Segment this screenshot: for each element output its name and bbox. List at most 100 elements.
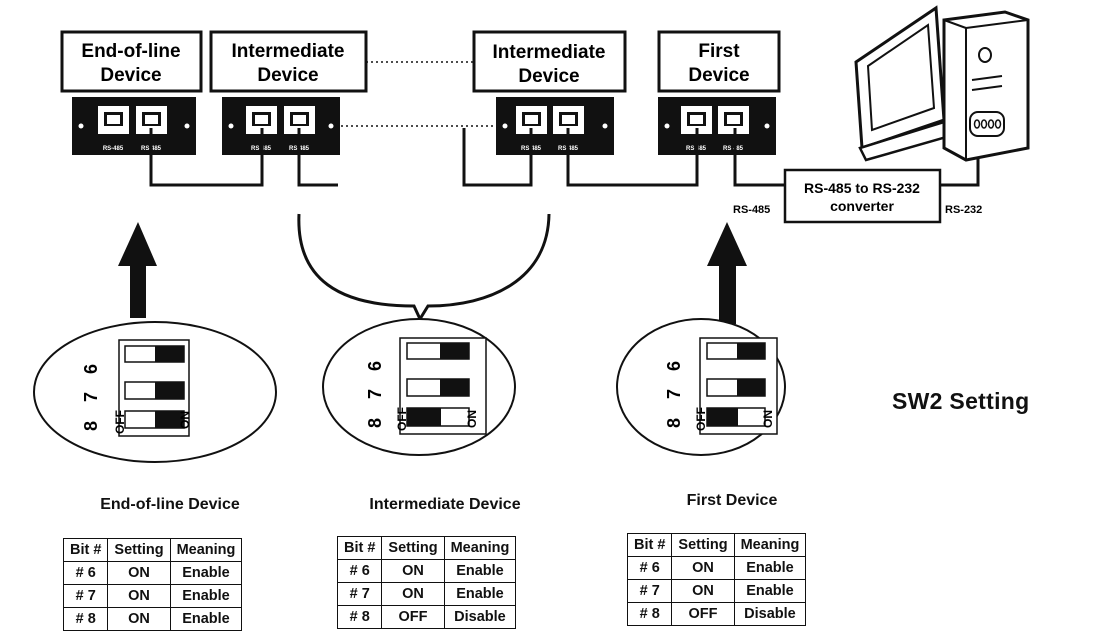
device-label-intermediate-1: Intermediate Device [209,30,368,93]
header-bit: Bit # [626,533,673,557]
cell-setting: ON [671,556,735,580]
first-label-line2: Device [688,65,749,86]
cell-setting: ON [671,579,735,603]
dip-off-label: OFF [395,407,409,431]
dip-bit-7-label: 7 [365,389,385,399]
port-panel-intermediate-1: RS 485 RS 485 [222,97,340,155]
cable-intermediate-to-first [566,128,699,187]
table-row: # 8 OFF Disable [336,605,517,629]
port-label: RS 485 [723,146,744,152]
converter-rs232-label: RS-232 [945,204,982,216]
cell-bit: # 7 [62,584,109,608]
arrow-up-icon [707,222,747,324]
cell-meaning: Enable [443,582,517,606]
first-label-line1: First [698,41,740,62]
end-of-line-label-line1: End-of-line [81,41,180,62]
cell-meaning: Enable [169,607,243,631]
intermediate-bracket [297,213,551,323]
header-setting: Setting [107,538,171,562]
cell-setting: ON [107,584,171,608]
cell-meaning: Enable [733,579,807,603]
device-label-intermediate-2: Intermediate Device [472,30,627,93]
table-row: # 7 ON Enable [626,579,807,603]
dip-bit-7-label: 7 [664,389,684,399]
cell-setting: ON [107,607,171,631]
cable-converter-to-pc [940,150,980,187]
table-caption-end-of-line: End-of-line Device [100,496,240,513]
arrow-up-icon [118,222,157,318]
header-setting: Setting [671,533,735,557]
cell-bit: # 7 [336,582,383,606]
sw2-setting-title: SW2 Setting [892,388,1030,414]
intermediate-1-label-line2: Device [257,65,318,86]
cell-bit: # 6 [62,561,109,585]
header-bit: Bit # [336,536,383,560]
port-panel-intermediate-2: RS 485 RS 485 [496,97,614,155]
cell-setting: ON [381,559,445,583]
sw2-table-first: Bit # Setting Meaning # 6 ON Enable # 7 … [626,533,807,626]
dip-switch-intermediate: 6 7 8 OFF ON [322,318,516,456]
table-caption-first: First Device [686,492,778,509]
computer-icon [854,5,1030,162]
dip-off-label: OFF [113,410,127,434]
sw2-table-intermediate: Bit # Setting Meaning # 6 ON Enable # 7 … [336,536,517,629]
end-of-line-label-line2: Device [100,65,161,86]
dip-bit-7-label: 7 [81,392,101,402]
header-bit: Bit # [62,538,109,562]
dip-bit-6-label: 6 [81,364,101,374]
table-header-row: Bit # Setting Meaning [62,538,243,562]
cell-bit: # 6 [626,556,673,580]
dip-switch-first: 6 7 8 OFF ON [616,318,786,456]
device-label-end-of-line: End-of-line Device [60,30,203,93]
cell-meaning: Enable [169,561,243,585]
cell-bit: # 7 [626,579,673,603]
dip-bit-8-label: 8 [81,421,101,431]
cell-setting: OFF [671,602,735,626]
dip-bit-8-label: 8 [365,418,385,428]
table-header-row: Bit # Setting Meaning [626,533,807,557]
cell-bit: # 8 [62,607,109,631]
table-row: # 6 ON Enable [336,559,517,583]
table-row: # 8 ON Enable [62,607,243,631]
cell-setting: ON [107,561,171,585]
converter-label-line1: RS-485 to RS-232 [804,180,920,196]
cell-meaning: Enable [443,559,517,583]
table-row: # 6 ON Enable [62,561,243,585]
dip-off-label: OFF [694,407,708,431]
cell-meaning: Disable [733,602,807,626]
cable-first-to-converter [733,128,785,187]
header-setting: Setting [381,536,445,560]
cable-eol-to-intermediate [149,128,264,187]
cell-meaning: Disable [443,605,517,629]
cable-intermediate-2-in [462,128,533,187]
dip-on-label: ON [465,410,479,428]
header-meaning: Meaning [169,538,243,562]
header-meaning: Meaning [733,533,807,557]
rs485-rs232-converter: RS-485 to RS-232 converter [783,168,942,224]
table-row: # 7 ON Enable [336,582,517,606]
port-label: RS-485 [103,146,124,152]
sw2-table-end-of-line: Bit # Setting Meaning # 6 ON Enable # 7 … [62,538,243,631]
dip-on-label: ON [178,411,192,429]
dip-on-label: ON [761,410,775,428]
cable-intermediate-1-out [297,128,338,187]
cell-setting: ON [381,582,445,606]
cell-meaning: Enable [733,556,807,580]
cell-bit: # 8 [626,602,673,626]
cell-bit: # 6 [336,559,383,583]
converter-rs485-label: RS-485 [733,204,770,216]
dip-switch-end-of-line: 6 7 8 OFF ON [33,321,277,463]
intermediate-2-label-line1: Intermediate [493,42,606,63]
cell-setting: OFF [381,605,445,629]
table-row: # 7 ON Enable [62,584,243,608]
port-panel-first: RS 485 RS 485 [658,97,776,155]
cables [149,128,980,187]
table-caption-intermediate: Intermediate Device [369,496,521,513]
header-meaning: Meaning [443,536,517,560]
dip-bit-6-label: 6 [365,361,385,371]
table-row: # 6 ON Enable [626,556,807,580]
intermediate-1-label-line1: Intermediate [232,41,345,62]
cell-meaning: Enable [169,584,243,608]
device-label-first: First Device [657,30,781,93]
